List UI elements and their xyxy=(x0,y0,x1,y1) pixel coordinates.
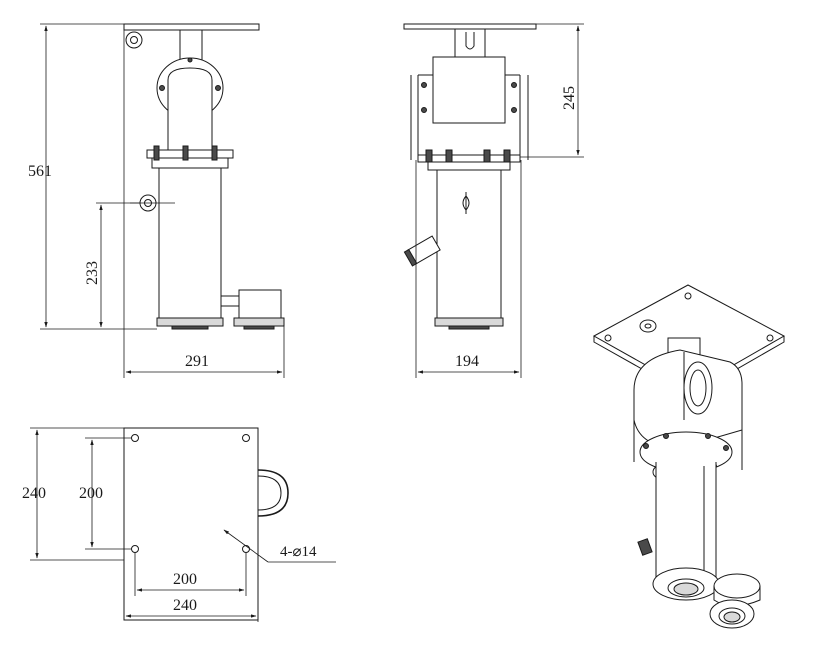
side-width-label: 291 xyxy=(185,353,209,370)
side-body xyxy=(158,167,222,319)
top-hole-label: 4-⌀14 xyxy=(280,544,317,560)
iso-flange-bolts xyxy=(643,433,729,469)
top-outer-width-label: 240 xyxy=(173,597,197,614)
front-view: 245 194 xyxy=(403,23,584,378)
side-pipe xyxy=(167,67,213,151)
mounting-hole xyxy=(242,434,250,442)
front-bracket-bolts xyxy=(421,82,517,113)
side-hook-height-label: 233 xyxy=(84,261,101,285)
top-plate xyxy=(123,427,259,621)
side-view: 561 233 291 xyxy=(28,23,285,378)
front-width-label: 194 xyxy=(455,353,479,370)
side-eyelet xyxy=(125,31,143,49)
top-outer-height-label: 240 xyxy=(22,485,46,502)
side-sensor-housing xyxy=(238,289,282,319)
front-top-plate xyxy=(403,23,537,30)
front-upper-height-label: 245 xyxy=(561,86,578,110)
side-bolts xyxy=(153,145,218,161)
front-base-ring xyxy=(434,317,504,327)
isometric-view xyxy=(592,284,786,629)
front-angled-sensor xyxy=(403,235,441,267)
front-body xyxy=(436,169,502,319)
front-pan-housing xyxy=(432,56,506,124)
side-flange xyxy=(146,149,234,159)
top-sensor-outline xyxy=(257,469,289,517)
side-base-ring xyxy=(156,317,224,327)
top-inner-width-label: 200 xyxy=(173,571,197,588)
top-inner-height-label: 200 xyxy=(79,485,103,502)
front-hanger xyxy=(454,28,486,58)
top-view: 240 200 200 240 4-⌀14 xyxy=(22,427,336,622)
top-hole-leader xyxy=(223,529,269,563)
side-height-label: 561 xyxy=(28,163,52,180)
iso-eyelet xyxy=(639,319,657,333)
side-top-plate xyxy=(123,23,260,31)
